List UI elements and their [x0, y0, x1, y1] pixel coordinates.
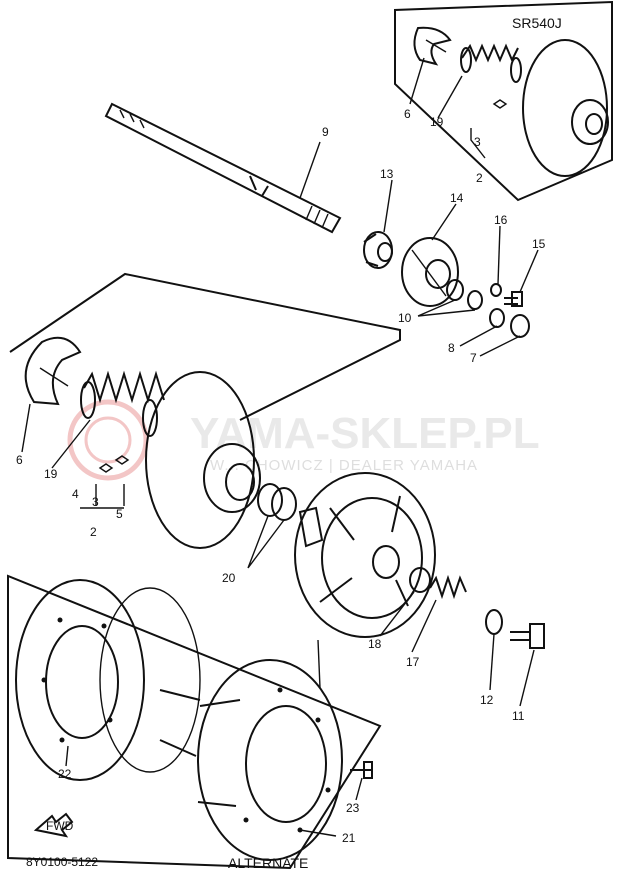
small-hardware [446, 279, 530, 338]
washer-and-bolt [485, 609, 545, 649]
front-marker: FWD [46, 819, 74, 833]
callout-6-inset: 6 [404, 107, 411, 121]
leader-lines [21, 57, 539, 837]
washers [257, 483, 297, 521]
alternate-label: ALTERNATE [228, 855, 308, 871]
callout-2: 2 [90, 525, 97, 539]
spider-plate [294, 472, 436, 638]
callout-13: 13 [380, 167, 394, 181]
alternate-sheave [159, 659, 373, 861]
callout-19: 19 [44, 467, 58, 481]
callout-22: 22 [58, 767, 72, 781]
inset-sr540j: SR540J [394, 0, 613, 202]
spring [80, 370, 165, 437]
callout-10: 10 [398, 311, 412, 325]
main-assembly-outline [9, 272, 401, 421]
watermark-main: YAMA-SKLEP.PL [190, 409, 540, 458]
callout-23: 23 [346, 801, 360, 815]
catalog-code: 8Y0100-5122 [26, 855, 98, 869]
callout-11: 11 [512, 709, 525, 723]
callout-7: 7 [470, 351, 477, 365]
callout-6: 6 [16, 453, 23, 467]
callout-labels: 9 13 14 16 15 10 8 7 6 19 3 2 6 19 4 3 5… [16, 107, 546, 845]
front-arrow: FWD [33, 812, 74, 838]
callout-12: 12 [480, 693, 494, 707]
alternate-disc [15, 579, 201, 781]
callout-16: 16 [494, 213, 508, 227]
callout-2-inset: 2 [476, 171, 483, 185]
callout-9: 9 [322, 125, 329, 139]
movable-sheave [80, 371, 261, 549]
callout-14: 14 [450, 191, 464, 205]
callout-18: 18 [368, 637, 382, 651]
watermark-sub: W... CHOWICZ | DEALER YAMAHA [210, 457, 478, 474]
slider-and-spring [409, 567, 467, 600]
bearing [363, 231, 393, 269]
alternate-outline [7, 574, 382, 870]
callout-4: 4 [72, 487, 79, 501]
model-label: SR540J [512, 15, 562, 31]
callout-3-inset: 3 [474, 135, 481, 149]
cover-plate [401, 237, 459, 307]
callout-17: 17 [406, 655, 420, 669]
callout-8: 8 [448, 341, 455, 355]
primary-shaft [104, 102, 342, 234]
callout-21: 21 [342, 831, 356, 845]
callout-5: 5 [116, 507, 123, 521]
weight [24, 336, 82, 406]
callout-15: 15 [532, 237, 546, 251]
callout-3: 3 [92, 495, 99, 509]
watermark: YAMA-SKLEP.PL W... CHOWICZ | DEALER YAMA… [67, 399, 540, 481]
callout-19-inset: 19 [430, 115, 444, 129]
callout-20: 20 [222, 571, 236, 585]
